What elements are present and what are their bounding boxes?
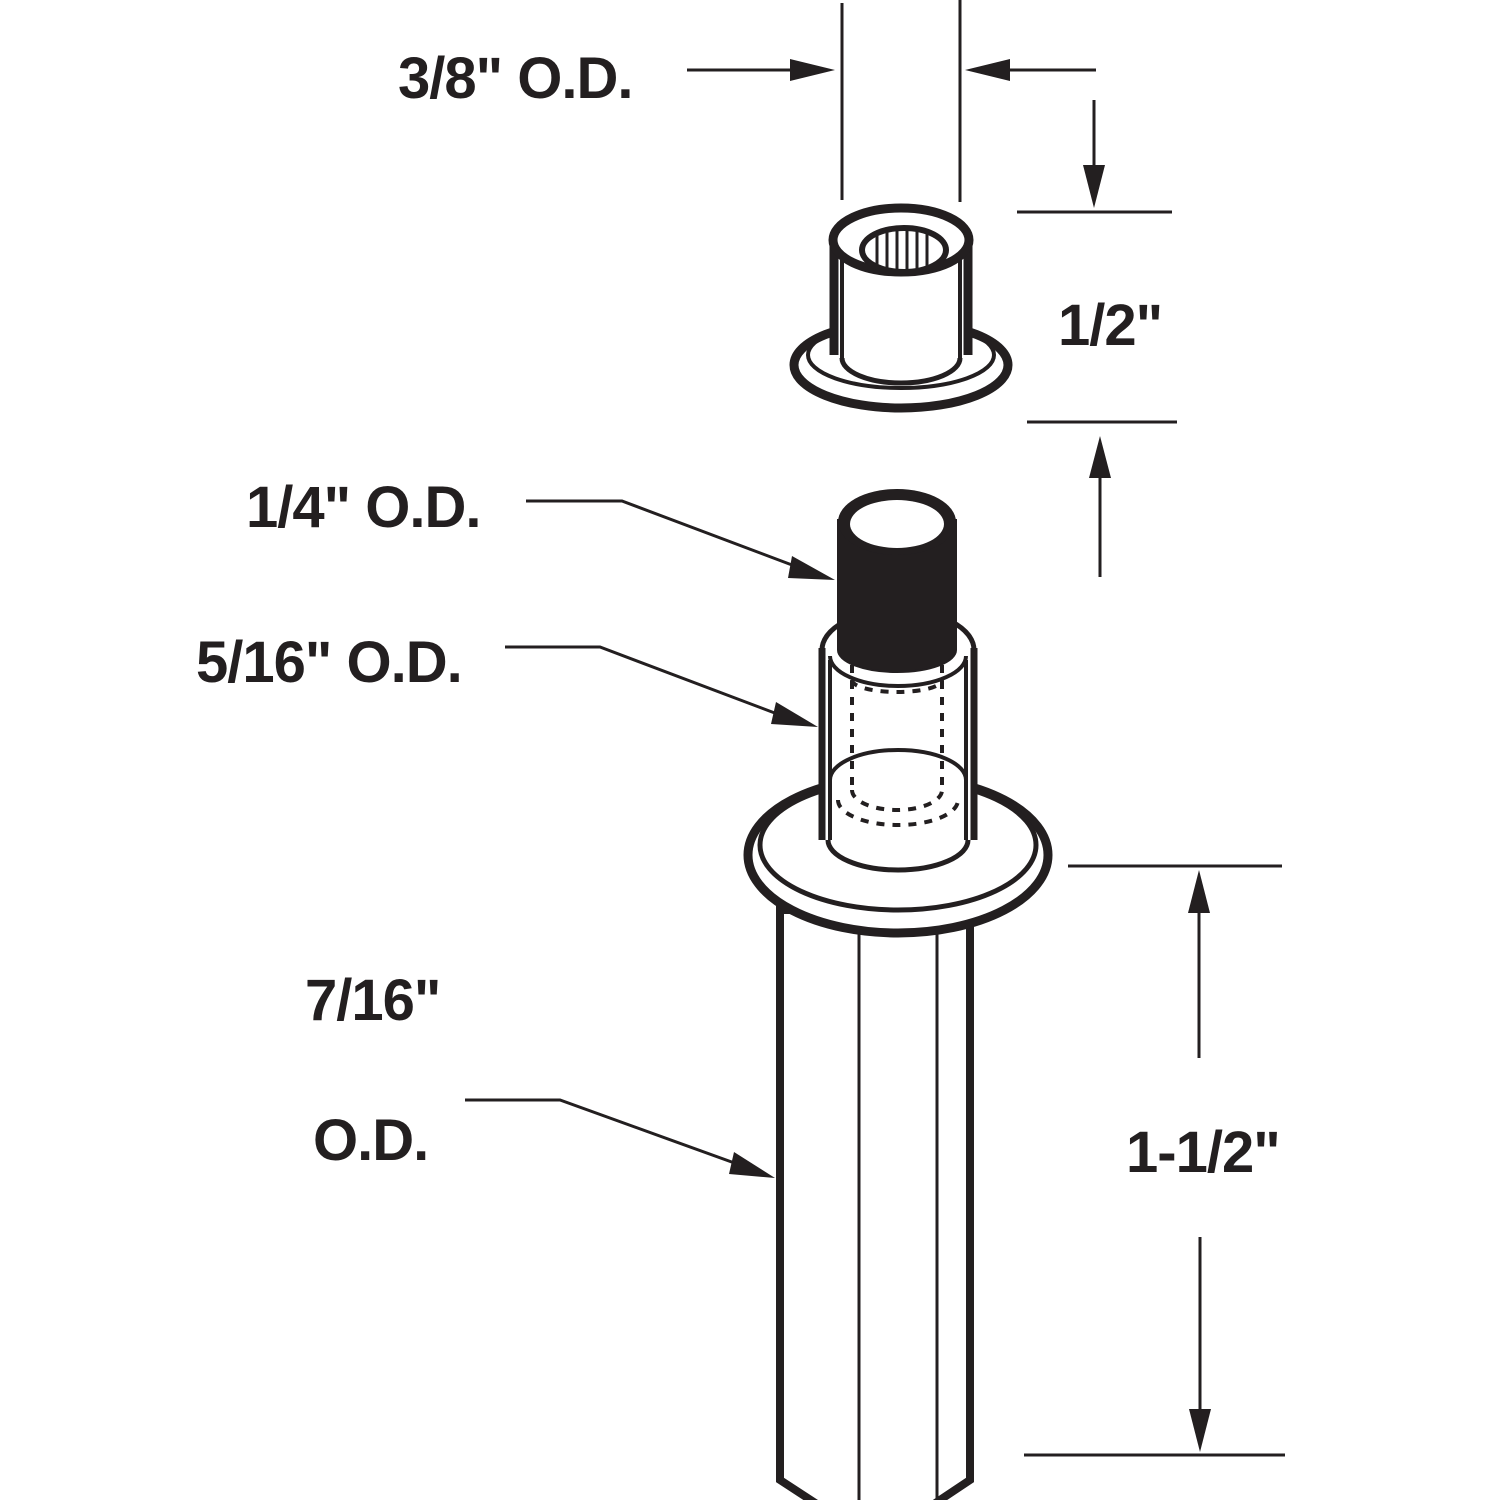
bushing-height-dimension: 1/2" bbox=[1017, 100, 1177, 577]
pin-od-callout: 1/4" O.D. bbox=[246, 475, 835, 580]
arrow-icon bbox=[788, 556, 835, 580]
shaft-length-label: 1-1/2" bbox=[1126, 1120, 1280, 1185]
arrow-up-icon bbox=[1089, 436, 1111, 478]
arrow-icon bbox=[729, 1152, 775, 1178]
pin-od-label: 1/4" O.D. bbox=[246, 475, 480, 540]
sleeve-od-label: 5/16" O.D. bbox=[196, 630, 462, 695]
rod bbox=[840, 0, 962, 202]
bushing-height-label: 1/2" bbox=[1058, 293, 1162, 358]
arrow-down-icon bbox=[1083, 165, 1105, 208]
arrow-right-icon bbox=[790, 59, 835, 81]
arrow-up-icon bbox=[1188, 870, 1210, 913]
shaft-od-callout: 7/16" O.D. bbox=[305, 968, 775, 1178]
pin bbox=[837, 519, 957, 673]
shaft-assembly bbox=[743, 489, 1053, 1500]
rod-od-label: 3/8" O.D. bbox=[398, 46, 632, 111]
arrow-down-icon bbox=[1189, 1409, 1211, 1452]
bushing bbox=[789, 203, 1013, 413]
shaft-od-label-line1: 7/16" bbox=[305, 968, 440, 1033]
arrow-icon bbox=[771, 702, 818, 727]
shaft-length-dimension: 1-1/2" bbox=[1024, 864, 1285, 1457]
sleeve-od-callout: 5/16" O.D. bbox=[196, 630, 818, 727]
shaft-od-label-line2: O.D. bbox=[313, 1108, 428, 1173]
arrow-left-icon bbox=[965, 59, 1010, 81]
rod-od-dimension: 3/8" O.D. bbox=[398, 46, 1096, 111]
